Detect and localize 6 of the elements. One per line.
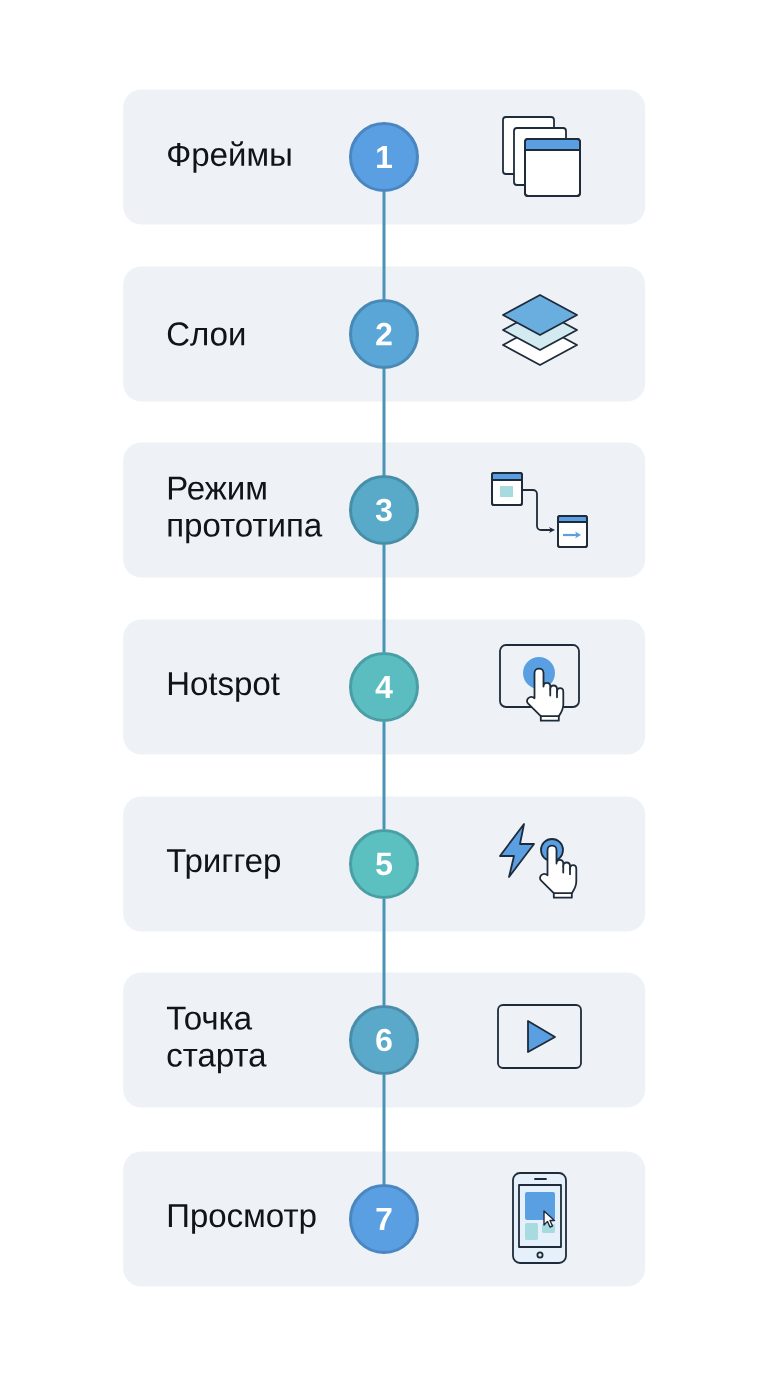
connector-line [382,545,386,652]
connector-line [382,1075,386,1184]
connector-line [382,192,386,299]
connector-line [382,722,386,829]
connector-line [382,369,386,475]
connector-line [382,899,386,1005]
